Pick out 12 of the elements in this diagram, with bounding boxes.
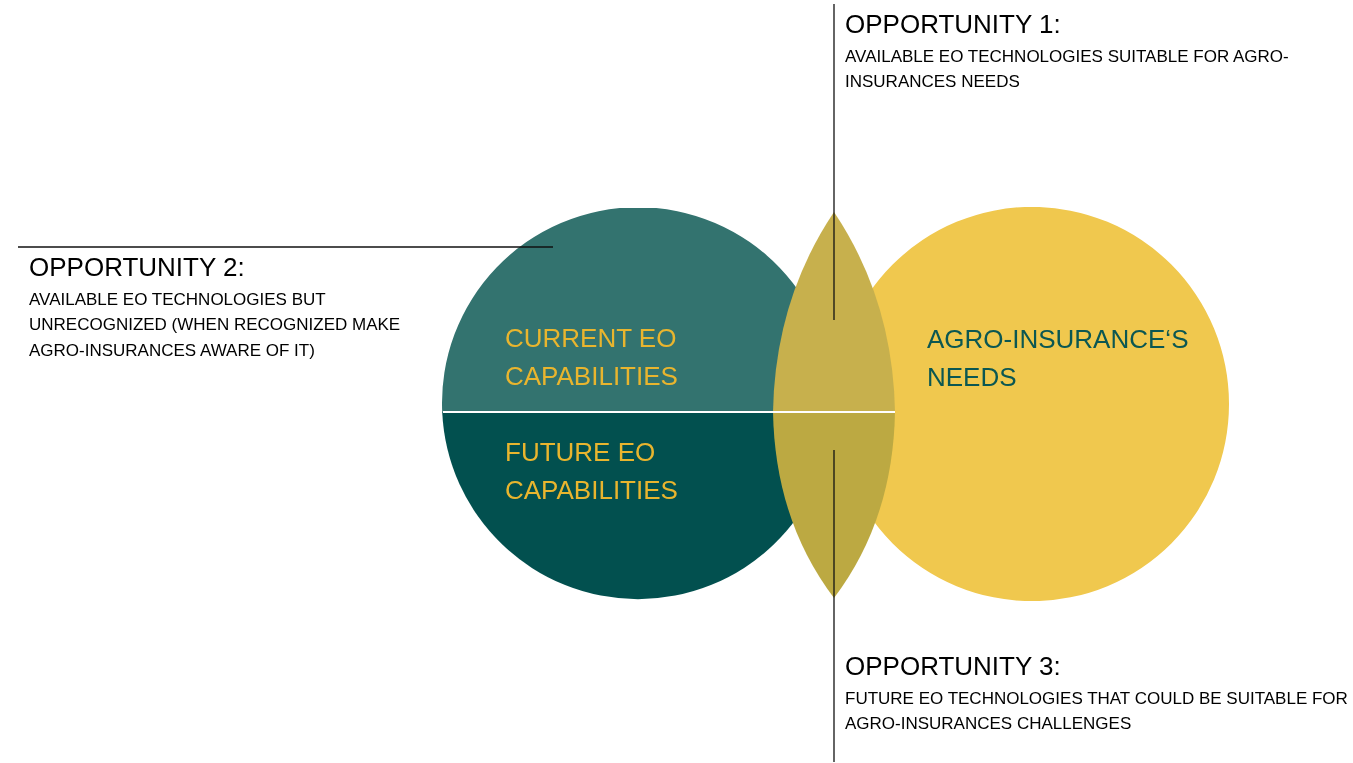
region-label: CURRENT EO CAPABILITIES [505,322,679,393]
callout-title: OPPORTUNITY 3: [845,650,1062,683]
leader-line [17,246,554,248]
region-label: AGRO-INSURANCE‘S NEEDS [927,323,1190,394]
callout-title: OPPORTUNITY 2: [29,251,246,284]
callout-text: AVAILABLE EO TECHNOLOGIES BUT UNRECOGNIZED (WHEN RECOGNIZED MAKE AGRO-INSURANCES AWARE OF IT) [29,288,402,362]
callout-text: FUTURE EO TECHNOLOGIES THAT COULD BE SUITABLE FOR AGRO-INSURANCES CHALLENGES [845,687,1349,736]
region-label: FUTURE EO CAPABILITIES [505,436,679,507]
callout-title: OPPORTUNITY 1: [845,8,1062,41]
leader-line [833,449,835,763]
callout-text: AVAILABLE EO TECHNOLOGIES SUITABLE FOR AGRO-INSURANCES NEEDS [845,45,1290,94]
leader-line [833,3,835,321]
